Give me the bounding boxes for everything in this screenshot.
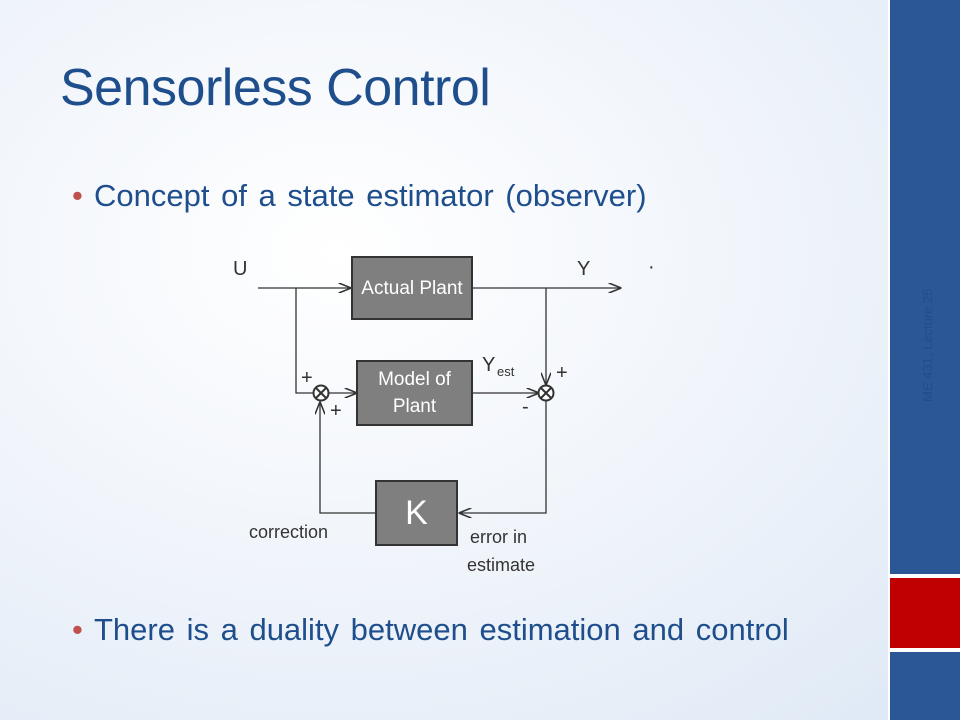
correction-label: correction <box>249 522 329 542</box>
y-est-label: Y <box>482 354 496 376</box>
actual-plant-label: Actual Plant <box>361 277 463 299</box>
sidebar-decoration <box>888 0 960 720</box>
bullet-state-estimator: • Concept of a state estimator (observer… <box>72 177 772 215</box>
bullet-text: Concept of a state estimator (observer) <box>94 178 647 213</box>
error-line <box>460 401 547 513</box>
bullet-marker: • <box>72 612 83 647</box>
input-u-label: U <box>233 258 248 280</box>
bullet-marker: • <box>72 178 83 213</box>
gain-k-block: K <box>375 480 458 546</box>
actual-plant-block: Actual Plant <box>351 256 473 320</box>
plus-sign-left-bottom: + <box>330 400 342 422</box>
minus-sign-right: - <box>522 396 529 418</box>
sidebar-blue-bottom <box>890 652 960 720</box>
right-summing-junction <box>537 384 555 402</box>
plus-sign-left-top: + <box>301 367 313 389</box>
error-label-line1: error in <box>470 527 528 547</box>
sidebar-red-square <box>890 578 960 648</box>
output-dot-mark: · <box>648 256 655 278</box>
input-branch-line <box>295 288 313 394</box>
y-est-subscript: est <box>497 364 515 379</box>
left-summing-junction <box>312 384 330 402</box>
output-y-label: Y <box>577 258 591 280</box>
bullet-duality: • There is a duality between estimation … <box>72 611 802 649</box>
bullet-text: There is a duality between estimation an… <box>94 612 789 647</box>
slide-title: Sensorless Control <box>60 59 491 117</box>
gain-k-label: K <box>405 493 428 532</box>
sidebar-blue-bar <box>890 0 960 574</box>
model-plant-label: Model of Plant <box>378 369 451 417</box>
model-plant-block: Model of Plant <box>356 360 473 426</box>
error-label-line2: estimate <box>467 555 536 575</box>
plus-sign-right-top: + <box>556 362 568 384</box>
correction-line <box>320 403 375 514</box>
